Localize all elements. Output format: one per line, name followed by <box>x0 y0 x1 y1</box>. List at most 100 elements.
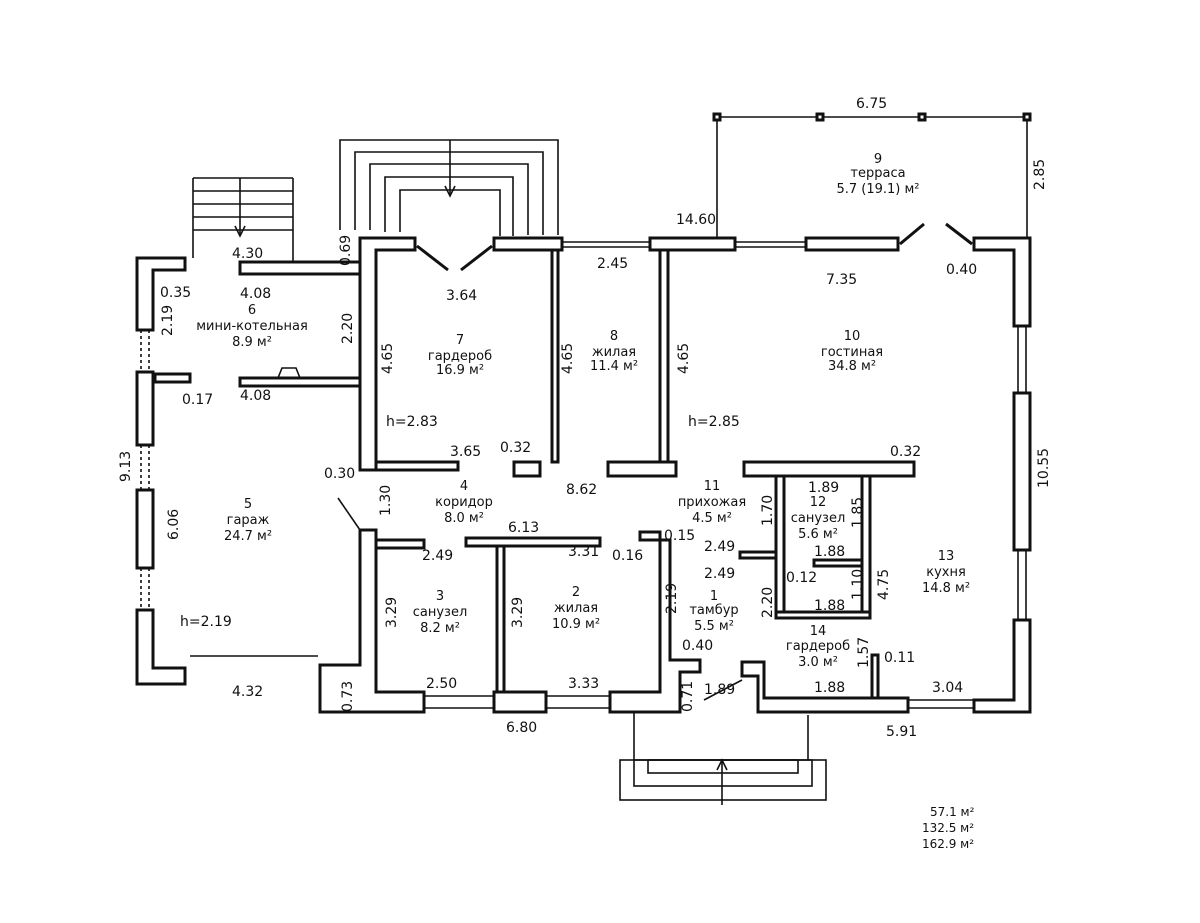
dim-613: 6.13 <box>508 520 539 536</box>
dim-465c: 4.65 <box>676 343 692 374</box>
room-13-num: 13 <box>938 549 955 564</box>
dim-188b: 1.88 <box>814 598 845 614</box>
dim-249a: 2.49 <box>422 548 453 564</box>
dim-408b: 4.08 <box>240 388 271 404</box>
interior-walls <box>153 248 916 700</box>
dim-016: 0.16 <box>612 548 643 564</box>
dim-364: 3.64 <box>446 288 477 304</box>
dim-606: 6.06 <box>166 509 182 540</box>
room-8-num: 8 <box>610 329 618 344</box>
room-9-name: терраса <box>850 166 905 181</box>
room-1-name: тамбур <box>689 603 738 618</box>
terrace-outline <box>712 112 1032 238</box>
dim-189a: 1.89 <box>808 480 839 496</box>
dim-130: 1.30 <box>378 485 394 516</box>
room-5-name: гараж <box>227 513 270 528</box>
dimension-labels: 6.75 2.85 14.60 4.30 0.69 2.45 7.35 0.40… <box>118 96 1052 740</box>
dim-017: 0.17 <box>182 392 213 408</box>
dim-465b: 4.65 <box>560 343 576 374</box>
room-5-area: 24.7 м² <box>224 529 272 544</box>
total-living-area: 57.1 м² <box>930 805 975 819</box>
dim-157: 1.57 <box>856 637 872 668</box>
dim-032b: 0.32 <box>890 444 921 460</box>
dim-735: 7.35 <box>826 272 857 288</box>
dim-069: 0.69 <box>338 235 354 266</box>
room-9-area: 5.7 (19.1) м² <box>836 182 919 197</box>
room-10-num: 10 <box>844 329 861 344</box>
dim-408a: 4.08 <box>240 286 271 302</box>
height-285: h=2.85 <box>688 414 740 430</box>
dim-189b: 1.89 <box>704 682 735 698</box>
room-7-name: гардероб <box>428 349 492 364</box>
dim-188a: 1.88 <box>814 544 845 560</box>
room-4-area: 8.0 м² <box>444 511 484 526</box>
room-6-area: 8.9 м² <box>232 335 272 350</box>
dim-170: 1.70 <box>760 495 776 526</box>
dim-185: 1.85 <box>850 497 866 528</box>
room-6-name: мини-котельная <box>196 319 308 334</box>
dim-220a: 2.20 <box>340 313 356 344</box>
height-283: h=2.83 <box>386 414 438 430</box>
dim-475: 4.75 <box>876 569 892 600</box>
dim-1460: 14.60 <box>676 212 716 228</box>
dim-329a: 3.29 <box>384 597 400 628</box>
dim-035: 0.35 <box>160 285 191 301</box>
dim-012: 0.12 <box>786 570 817 586</box>
dim-331: 3.31 <box>568 544 599 560</box>
dim-073: 0.73 <box>340 681 356 712</box>
room-12-name: санузел <box>791 511 846 526</box>
dim-040b: 0.40 <box>682 638 713 654</box>
dim-285: 2.85 <box>1032 159 1048 190</box>
dim-249c: 2.49 <box>704 566 735 582</box>
room-8-name: жилая <box>592 345 636 360</box>
dim-680: 6.80 <box>506 720 537 736</box>
west-steps <box>192 177 294 262</box>
room-11-num: 11 <box>704 479 721 494</box>
room-8-area: 11.4 м² <box>590 359 638 374</box>
dim-304: 3.04 <box>932 680 963 696</box>
dim-219b: 2.19 <box>664 583 680 614</box>
dim-430: 4.30 <box>232 246 263 262</box>
dim-249b: 2.49 <box>704 539 735 555</box>
room-1-num: 1 <box>710 589 718 604</box>
dim-250: 2.50 <box>426 676 457 692</box>
room-4-name: коридор <box>435 495 493 510</box>
dim-862: 8.62 <box>566 482 597 498</box>
room-13-name: кухня <box>926 565 966 580</box>
dim-913: 9.13 <box>118 451 134 482</box>
room-4-num: 4 <box>460 479 468 494</box>
room-2-area: 10.9 м² <box>552 617 600 632</box>
room-10-area: 34.8 м² <box>828 359 876 374</box>
room-2-num: 2 <box>572 585 580 600</box>
dim-219a: 2.19 <box>160 305 176 336</box>
dim-329b: 3.29 <box>510 597 526 628</box>
room-11-area: 4.5 м² <box>692 511 732 526</box>
dim-220b: 2.20 <box>760 587 776 618</box>
dim-015: 0.15 <box>664 528 695 544</box>
room-labels: 1 тамбур 5.5 м² 2 жилая 10.9 м² 3 санузе… <box>196 152 970 670</box>
total-usable-area: 132.5 м² <box>922 821 974 835</box>
dim-365: 3.65 <box>450 444 481 460</box>
dim-110: 1.10 <box>850 569 866 600</box>
dim-071: 0.71 <box>680 681 696 712</box>
windows <box>140 241 1027 709</box>
dim-011: 0.11 <box>884 650 915 666</box>
height-219: h=2.19 <box>180 614 232 630</box>
room-1-area: 5.5 м² <box>694 619 734 634</box>
room-2-name: жилая <box>554 601 598 616</box>
dim-030: 0.30 <box>324 466 355 482</box>
area-totals: 57.1 м² 132.5 м² 162.9 м² <box>922 805 975 851</box>
room-5-num: 5 <box>244 497 252 512</box>
dim-432: 4.32 <box>232 684 263 700</box>
south-porch-steps <box>619 710 827 805</box>
room-7-area: 16.9 м² <box>436 363 484 378</box>
room-9-num: 9 <box>874 152 882 167</box>
dim-1055: 10.55 <box>1036 448 1052 488</box>
doors <box>337 222 973 701</box>
dim-032a: 0.32 <box>500 440 531 456</box>
room-6-num: 6 <box>248 303 256 318</box>
dim-188c: 1.88 <box>814 680 845 696</box>
dim-040a: 0.40 <box>946 262 977 278</box>
room-14-area: 3.0 м² <box>798 655 838 670</box>
dim-333: 3.33 <box>568 676 599 692</box>
